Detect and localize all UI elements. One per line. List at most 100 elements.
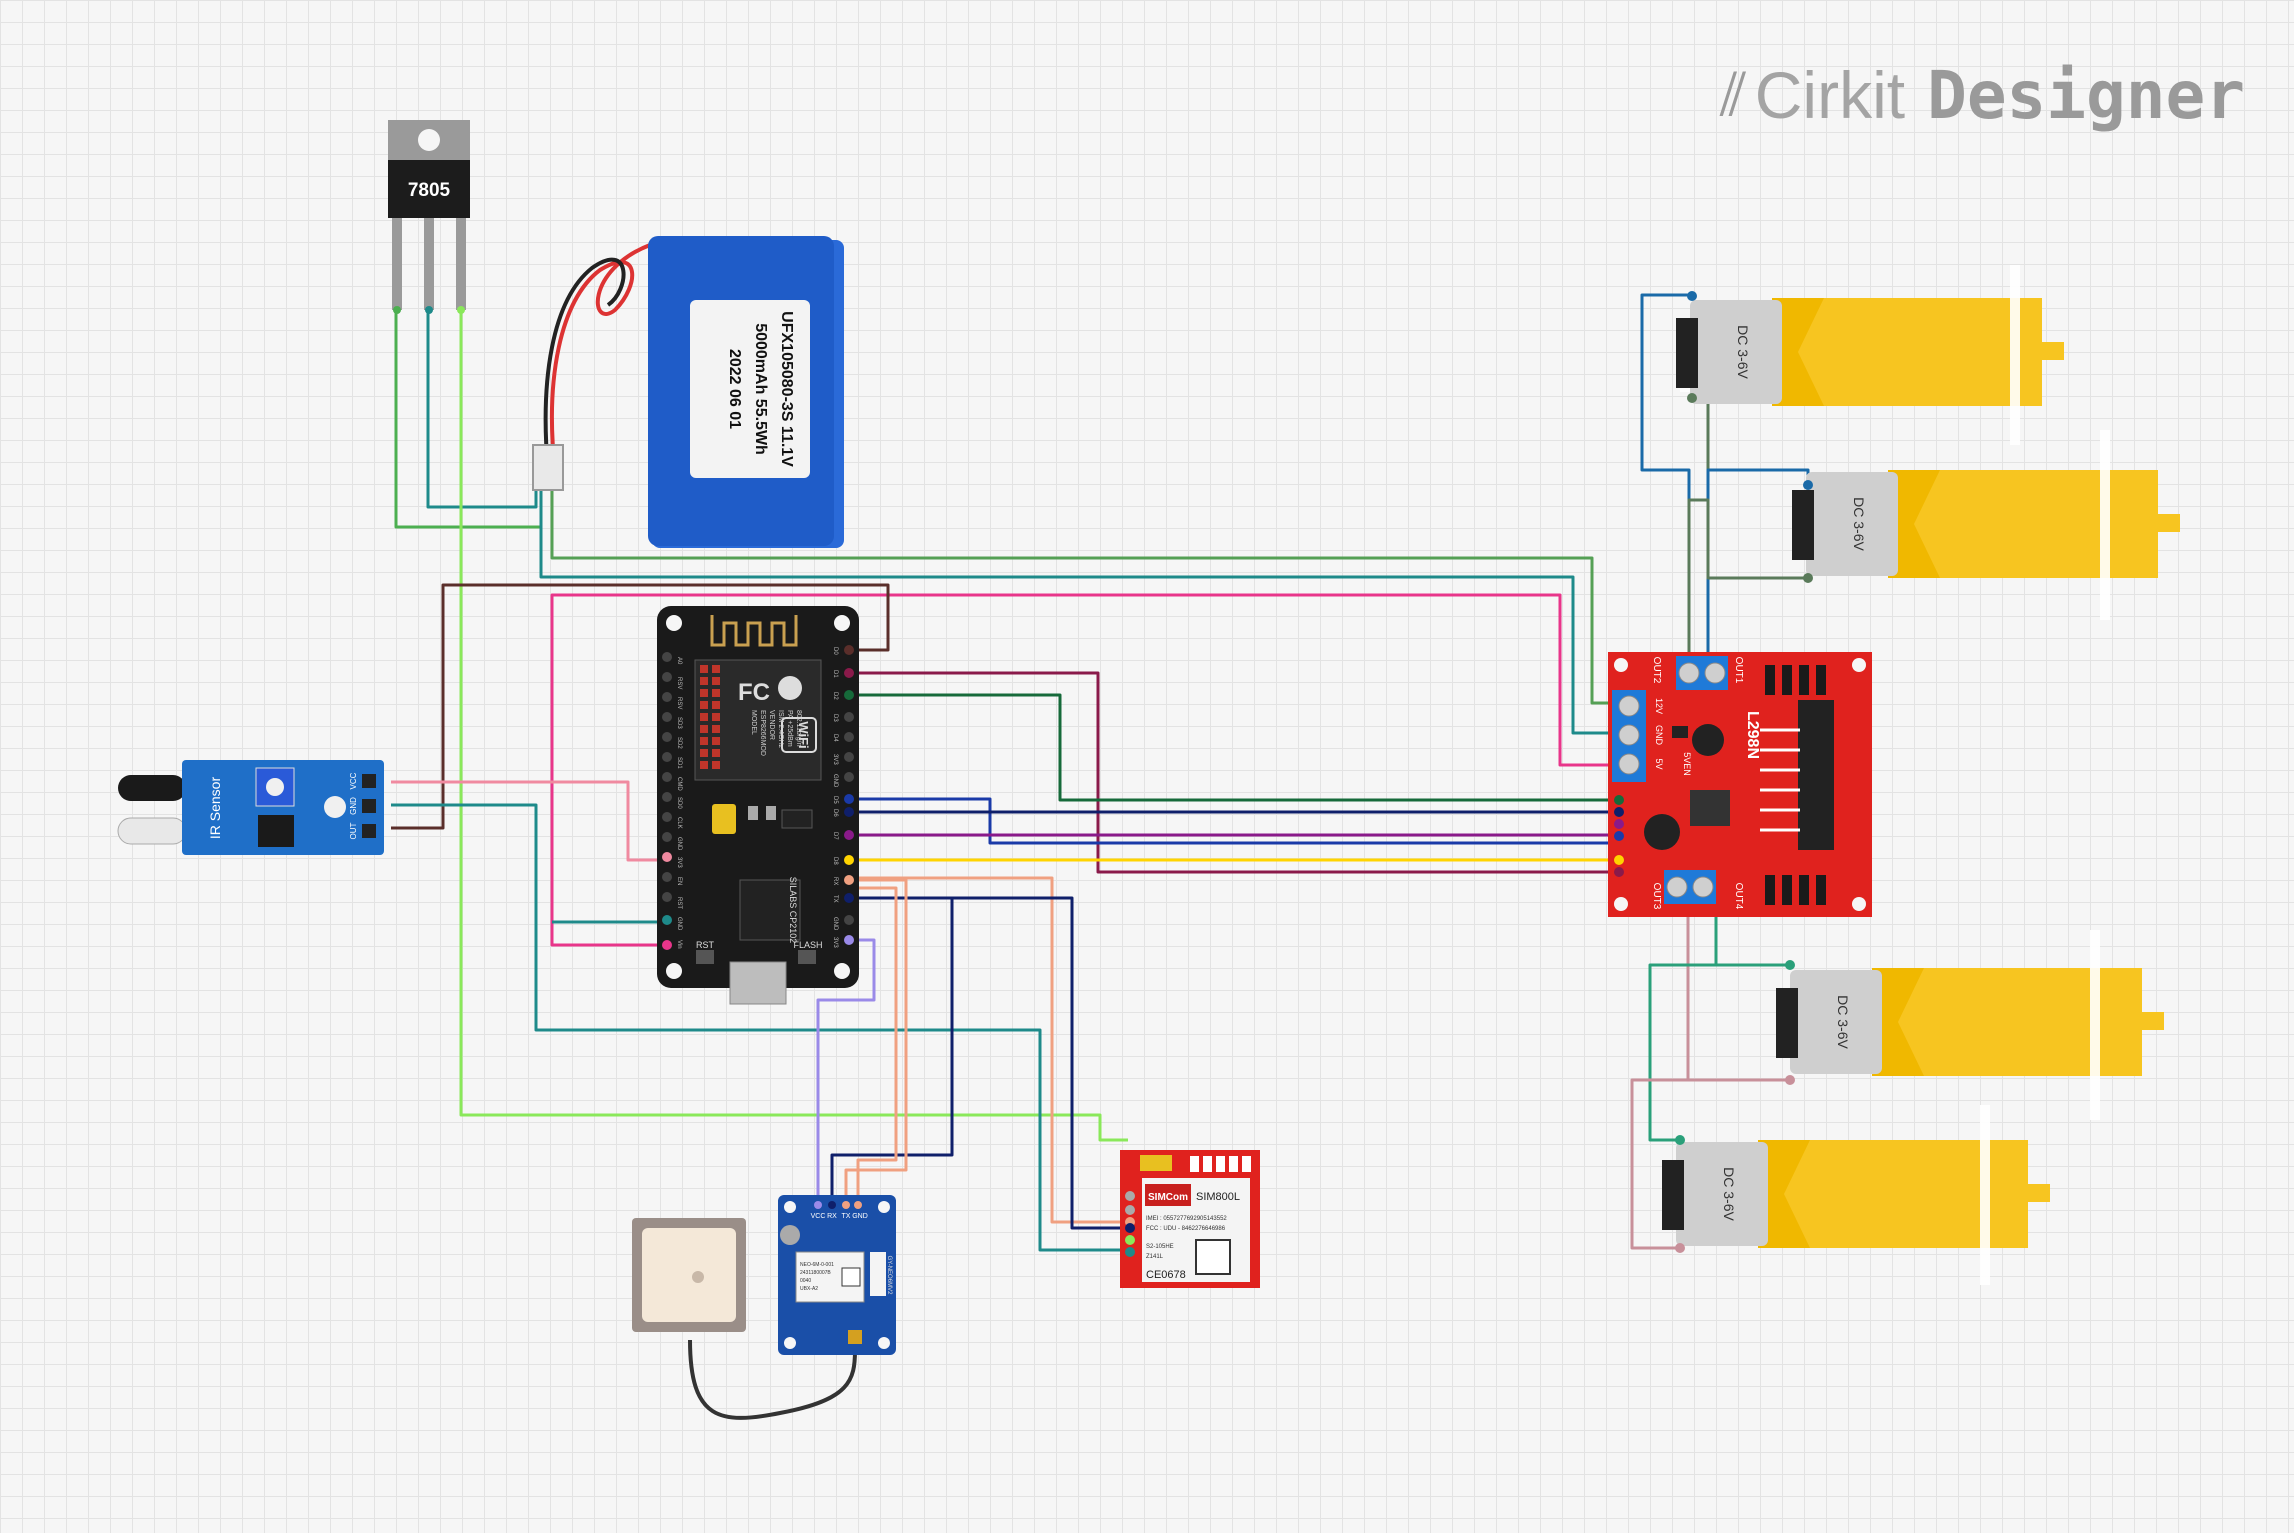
esp-pin-label: GND (832, 774, 838, 788)
gps-pin-rx[interactable] (828, 1201, 836, 1209)
cirkit-logo-icon: ⫽ (1720, 60, 1747, 130)
esp-rst-button[interactable] (696, 950, 714, 964)
wire-motor1-b[interactable] (1692, 396, 1710, 683)
motor-axle-marker (2100, 430, 2110, 620)
wire-battery-l298-gnd[interactable] (550, 485, 1617, 705)
esp-mount-hole (666, 615, 682, 631)
esp-pin-label: D0 (832, 647, 838, 655)
l298n-capacitor (1692, 724, 1724, 756)
motor-shaft (2042, 342, 2064, 360)
l298n-driver[interactable]: L298N OUT2 OUT1 OUT3 OUT4 12V GND 5V 5VE… (1608, 652, 1872, 917)
esp8266-board[interactable]: FC WiFi MODEL ESP8266MOD VENDOR ISM 2.4G… (657, 606, 859, 1005)
motor-gearbox-shade (1772, 298, 1824, 406)
dc-motor-3[interactable]: DC 3-6V (1776, 930, 2164, 1120)
regulator-pin-in-dot[interactable] (393, 306, 401, 314)
esp-chip-label: SILABS CP2102 (788, 877, 798, 944)
terminal-screw[interactable] (1618, 724, 1640, 746)
ir-pin-gnd[interactable] (362, 799, 376, 813)
motor-terminal[interactable] (1785, 1075, 1795, 1085)
wire-regulator-out-ir[interactable] (459, 312, 1128, 1142)
gps-side-label: GY-NEO6MV2 (886, 1256, 892, 1295)
motor-terminal[interactable] (1687, 393, 1697, 403)
motor-can (1690, 300, 1782, 404)
esp-usb-port[interactable] (729, 961, 787, 1005)
motor-terminal[interactable] (1785, 960, 1795, 970)
motor-gearbox-shade (1872, 968, 1924, 1076)
wire-esp-rx-sim[interactable] (851, 876, 1128, 1224)
regulator-pin-gnd-dot[interactable] (425, 306, 433, 314)
motor-terminal[interactable] (1675, 1243, 1685, 1253)
l298n-hole (1852, 897, 1866, 911)
esp-mount-hole (666, 963, 682, 979)
terminal-screw[interactable] (1704, 662, 1726, 684)
motor-terminal[interactable] (1675, 1135, 1685, 1145)
dc-motor-1[interactable]: DC 3-6V (1676, 265, 2064, 445)
gps-antenna[interactable] (632, 1218, 746, 1332)
esp-flash-button[interactable] (798, 950, 816, 964)
esp-pin-label: TX (832, 895, 838, 903)
motor-label: DC 3-6V (1735, 325, 1751, 379)
gps-module[interactable]: VCC RX TX GND NEO-6M-0-001 2431180007B 0… (778, 1195, 896, 1355)
wire-motor3-b[interactable] (1686, 895, 1790, 1082)
ir-pot-knob[interactable] (266, 778, 284, 796)
wire-gps-antenna[interactable] (688, 1339, 857, 1420)
ir-pin-out[interactable] (362, 824, 376, 838)
battery[interactable]: UFX105080-3S 11.1V 5000mAh 55.5Wh 2022 0… (532, 236, 844, 548)
esp-capacitor (712, 804, 736, 834)
terminal-screw[interactable] (1618, 695, 1640, 717)
terminal-screw[interactable] (1618, 753, 1640, 775)
ir-label: IR Sensor (207, 777, 223, 840)
wire-esp-3v3-ir-vcc[interactable] (391, 583, 890, 830)
esp-model-line: MODEL (750, 710, 757, 735)
l298n-hole (1852, 658, 1866, 672)
wire-esp-tx-sim[interactable] (851, 896, 1128, 1230)
wire-esp-d5-l298[interactable] (851, 797, 1617, 845)
regulator-pin-gnd (424, 218, 434, 310)
motor-gearbox-shade (1758, 1140, 1810, 1248)
terminal-screw[interactable] (1692, 876, 1714, 898)
motor-gearbox-shade (1888, 470, 1940, 578)
esp-pin-label: RST (676, 897, 682, 909)
wire-motor4-a[interactable] (1648, 963, 1716, 1142)
wire-esp-gnd-gps[interactable] (830, 896, 954, 1205)
wire-regulator-vout[interactable] (426, 312, 538, 509)
wire-esp-3v3-gps[interactable] (816, 938, 876, 1205)
motor-terminal[interactable] (1687, 291, 1697, 301)
battery-connector[interactable] (532, 444, 564, 491)
l298n-jumper[interactable] (1672, 726, 1688, 738)
gps-pin-gnd[interactable] (854, 1201, 862, 1209)
gps-antenna-patch (642, 1228, 736, 1322)
wire-esp-d2-l298[interactable] (851, 693, 1617, 802)
wire-ir-gnd-esp[interactable] (391, 803, 1128, 1252)
sim-line2: FCC : UDU - 8462276646986 (1146, 1226, 1226, 1232)
wire-esp-tx-gps[interactable] (851, 886, 898, 1205)
regulator-pin-out-dot[interactable] (457, 306, 465, 314)
esp-fcc-logo: FC (738, 679, 770, 706)
wire-motor2-b[interactable] (1687, 498, 1808, 683)
gps-pin-vcc[interactable] (814, 1201, 822, 1209)
esp-pin-label: A0 (676, 657, 682, 665)
ir-pin-vcc[interactable] (362, 774, 376, 788)
esp-pin-label: D1 (832, 670, 838, 678)
wire-l298-5v-esp-vin[interactable] (550, 593, 1617, 947)
voltage-regulator[interactable]: 7805 (388, 120, 470, 314)
gps-pin-tx[interactable] (842, 1201, 850, 1209)
wire-ir-out-esp[interactable] (391, 780, 665, 862)
dc-motor-4[interactable]: DC 3-6V (1662, 1105, 2050, 1285)
terminal-screw[interactable] (1678, 662, 1700, 684)
wire-esp-rx-gps[interactable] (844, 878, 908, 1205)
dc-motor-2[interactable]: DC 3-6V (1792, 430, 2180, 620)
wire-esp-d1-l298[interactable] (851, 671, 1617, 874)
terminal-screw[interactable] (1666, 876, 1688, 898)
esp-wifi-label: WiFi (796, 721, 811, 748)
esp-pin-label: RSV (676, 677, 682, 689)
motor-terminal[interactable] (1803, 480, 1813, 490)
gps-antenna-connector[interactable] (848, 1330, 862, 1344)
wire-motor4-b[interactable] (1630, 1078, 1688, 1250)
motor-terminal[interactable] (1803, 573, 1813, 583)
wire-battery-l298-12v[interactable] (539, 485, 1617, 735)
wire-regulator-gnd[interactable] (394, 312, 543, 529)
sim800l-module[interactable]: SIMCom SIM800L IMEI : 055727769290514355… (1120, 1150, 1260, 1288)
esp-pin-label: SD0 (676, 797, 682, 809)
ir-sensor[interactable]: IR Sensor VCC GND OUT (117, 760, 384, 855)
